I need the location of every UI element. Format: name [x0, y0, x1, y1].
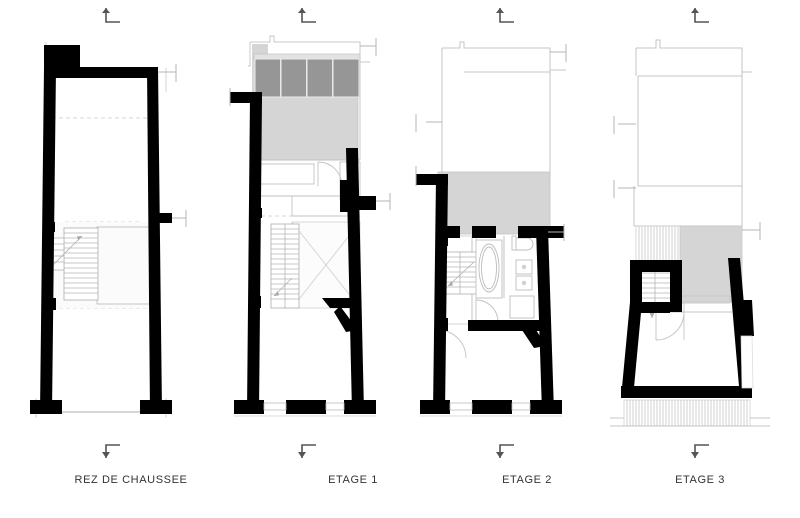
window-openings: [420, 402, 562, 417]
canopy-panels: [253, 53, 361, 98]
perimeter-walls: [621, 258, 754, 398]
wall-extension-hairlines: [229, 38, 391, 210]
decking-hatch-bottom: [623, 399, 751, 427]
window-openings: [234, 402, 376, 417]
door-swing-icon: [317, 161, 343, 187]
section-mark-bottom-icon: [691, 444, 709, 458]
plan-etage-1[interactable]: [218, 0, 428, 470]
section-mark-top-icon: [298, 8, 316, 23]
perimeter-walls: [416, 174, 564, 414]
staircase: [439, 235, 477, 325]
staircase: [270, 223, 300, 309]
wall-extension-hairlines: [613, 116, 761, 240]
caption-rez-de-chaussee: REZ DE CHAUSSEE: [74, 474, 188, 486]
bathroom-fixtures: [471, 235, 536, 323]
perimeter-walls: [230, 92, 376, 414]
plan-etage-3[interactable]: [600, 0, 800, 470]
section-mark-top-icon: [691, 8, 709, 23]
caption-etage-3: ETAGE 3: [675, 474, 725, 486]
section-mark-bottom-icon: [298, 444, 316, 458]
section-mark-top-icon: [496, 8, 514, 23]
section-mark-top-icon: [102, 8, 120, 23]
attic-outline: [633, 39, 752, 227]
decking-hatch-upper: [635, 225, 681, 263]
plan-rez-de-chaussee[interactable]: [0, 0, 262, 470]
section-mark-bottom-icon: [496, 444, 514, 458]
caption-etage-2: ETAGE 2: [502, 474, 552, 486]
upper-volume-outline: [441, 41, 566, 178]
terrace-fill: [253, 95, 359, 161]
wall-extension-hairlines: [158, 64, 187, 227]
plan-etage-2[interactable]: [408, 0, 608, 470]
caption-etage-1: ETAGE 1: [328, 474, 378, 486]
interior-thin-lines: [677, 295, 732, 340]
section-mark-bottom-icon: [102, 444, 120, 458]
roof-fill: [437, 171, 551, 235]
perimeter-walls: [30, 45, 172, 414]
right-wall-opening: [740, 335, 754, 389]
door-swing-icon: [655, 311, 685, 341]
wall-extension-hairlines: [415, 44, 567, 241]
baseline-hairlines: [610, 417, 770, 427]
